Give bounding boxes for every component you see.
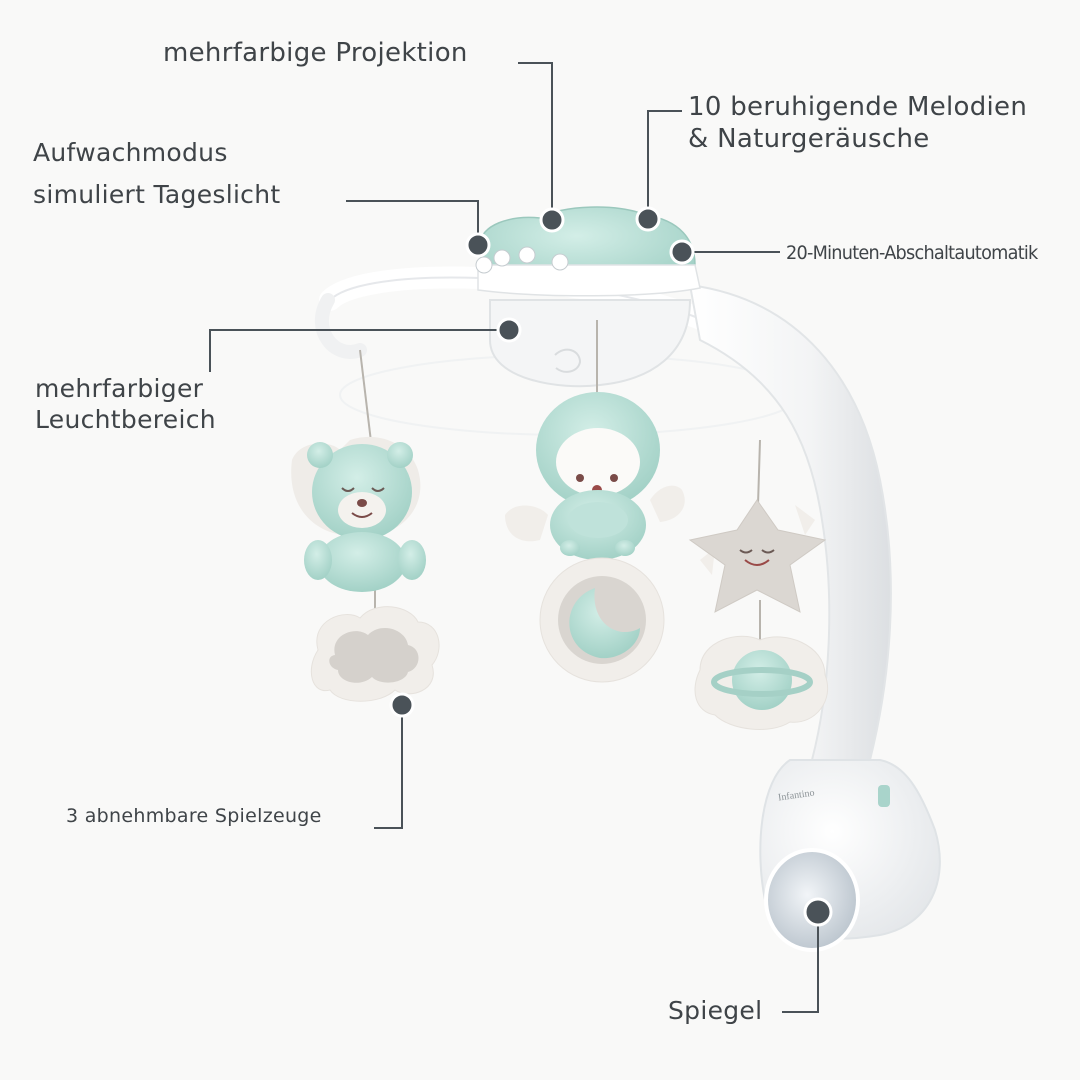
mobile-base xyxy=(759,759,941,952)
callout-lines xyxy=(209,62,819,1013)
callout-label-tageslicht: simuliert Tageslicht xyxy=(33,180,281,209)
projector-head xyxy=(475,206,701,388)
planet-toy xyxy=(694,635,829,730)
dot-leuchtbereich xyxy=(496,317,522,343)
bear-toy xyxy=(291,436,426,592)
star-toy xyxy=(688,499,827,613)
dot-spiegel xyxy=(803,897,833,927)
callout-label-spiegel: Spiegel xyxy=(668,996,763,1025)
dot-spielzeuge xyxy=(389,692,415,718)
callout-label-projektion: mehrfarbige Projektion xyxy=(163,38,468,68)
callout-label-naturgeraeusche: & Naturgeräusche xyxy=(688,124,930,154)
callout-dots xyxy=(389,206,833,927)
callout-label-melodien: 10 beruhigende Melodien xyxy=(688,92,1028,122)
callout-label-abschaltautomatik: 20-Minuten-Abschaltautomatik xyxy=(786,242,1038,264)
callout-label-mehrfarbiger: mehrfarbiger xyxy=(35,374,204,403)
callout-label-leuchtbereich: Leuchtbereich xyxy=(35,405,216,434)
moon-toy xyxy=(539,557,665,683)
dot-projektion xyxy=(539,207,565,233)
callout-label-aufwachmodus: Aufwachmodus xyxy=(33,138,228,167)
dot-abschaltautomatik xyxy=(669,239,695,265)
callout-label-spielzeuge: 3 abnehmbare Spielzeuge xyxy=(66,805,322,827)
cloud-toy xyxy=(310,606,440,702)
dot-aufwachmodus xyxy=(465,232,491,258)
owl-toy xyxy=(505,392,685,560)
dot-melodien xyxy=(635,206,661,232)
